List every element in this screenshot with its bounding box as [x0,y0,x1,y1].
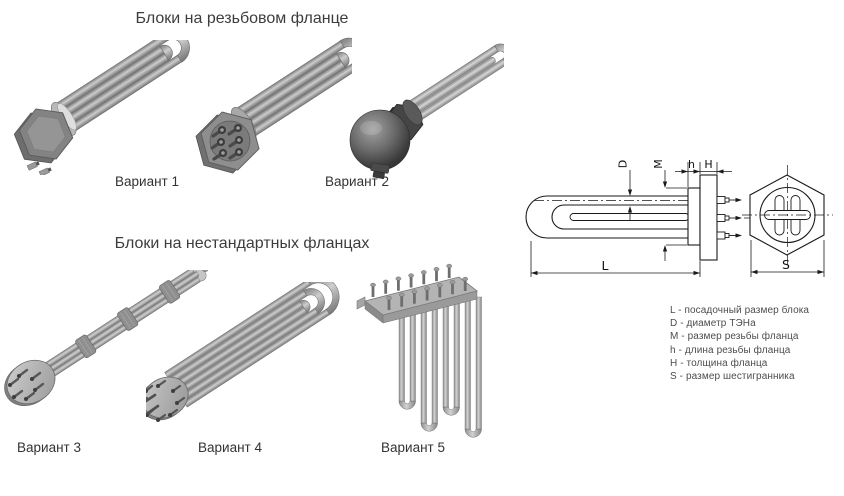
dim-label-h: h [688,158,695,171]
flange-hex-body [699,174,718,261]
end-view-centerlines [742,165,833,265]
legend-line-h: h - длина резьбы фланца [670,344,791,356]
dim-label-H: H [704,158,712,171]
dim-label-D: D [617,160,630,168]
dim-label-M: M [652,159,665,169]
variant-1-render-rear [13,40,190,175]
variant-3-label: Вариант 3 [17,440,81,455]
legend-line-L: L - посадочный размер блока [670,305,810,316]
section-title-nonstandard-flange: Блоки на нестандартных фланцах [114,235,370,252]
legend-line-M: M - размер резьбы фланца [670,331,799,343]
legend-line-H: H - толщина фланца [670,357,768,369]
dim-label-S: S [782,257,790,272]
variant-4-render [146,282,340,422]
variant-1-label: Вариант 1 [115,174,179,189]
legend-line-D: D - диаметр ТЭНа [670,318,756,330]
dimension-legend: L - посадочный размер блока D - диаметр … [670,304,809,383]
variant-4-label: Вариант 4 [198,440,262,455]
legend-line-S: S - размер шестигранника [670,371,795,383]
variant-2-label: Вариант 2 [325,174,389,189]
dim-label-L: L [602,258,609,273]
section-title-threaded-flange: Блоки на резьбовом фланце [135,10,349,27]
terminal-pins [370,263,468,310]
variant-5-label: Вариант 5 [381,440,445,455]
flange-thread-collar [687,187,701,246]
variant-5-render [356,263,482,438]
variant-1-render-front [195,37,352,174]
variant-2-render [349,43,504,179]
technical-drawing: D M h H L [525,158,833,277]
variant-3-render [4,270,209,407]
terminal-pin-symbols [716,196,730,240]
